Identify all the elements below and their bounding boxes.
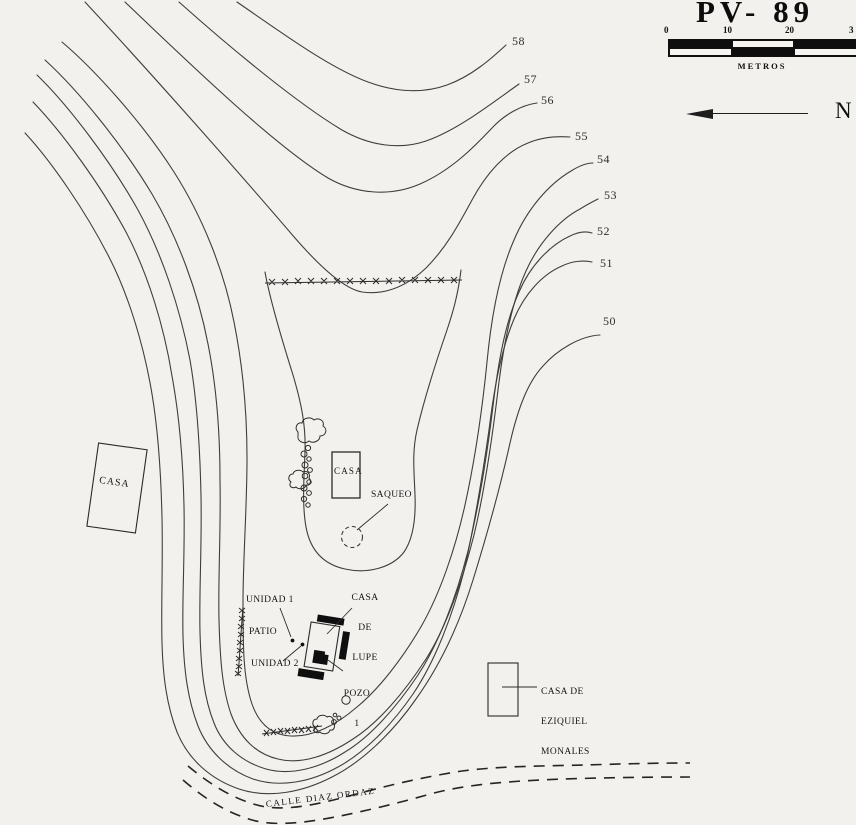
leader-unidad1 <box>279 607 292 638</box>
small-open-circle <box>341 695 351 705</box>
unidad1-point <box>290 638 295 643</box>
contour-label-53: 53 <box>604 188 617 202</box>
fence-ticks-south <box>263 724 319 737</box>
scale-tick-0: 0 <box>664 25 669 35</box>
leader-saqueo <box>356 503 389 531</box>
contour-label-57: 57 <box>524 72 537 86</box>
fence-line-west <box>237 606 244 677</box>
unidad1-label: UNIDAD 1 <box>246 595 294 605</box>
scale-unit-label: METROS <box>737 61 787 71</box>
leader-lupe <box>326 607 353 635</box>
bush-icon <box>288 469 311 490</box>
scale-tick-30: 3 <box>849 25 854 35</box>
fence-ticks-top <box>268 276 458 286</box>
contour-line-51 <box>32 101 593 784</box>
leader-lines <box>279 503 537 688</box>
contour-line-54 <box>61 41 594 737</box>
casa-eziquiel-label: CASA DE EZIQUIEL MONALES <box>541 668 590 778</box>
casa-eziquiel-structure <box>487 662 519 717</box>
casa-center-label: CASA <box>334 466 363 476</box>
leader-unidad2 <box>282 645 302 662</box>
north-arrow-line <box>692 113 808 114</box>
casa-lupe-label-line3: LUPE <box>352 652 378 663</box>
contour-label-55: 55 <box>575 129 588 143</box>
structures <box>86 442 519 717</box>
fence-line-south <box>261 725 323 735</box>
fences <box>234 276 463 737</box>
contour-label-51: 51 <box>600 256 613 270</box>
leader-pozo <box>327 659 344 672</box>
pozo-label: POZO 1 <box>338 670 376 750</box>
scale-segment <box>669 48 732 56</box>
wall-segment-bottom <box>297 668 325 681</box>
casa-lupe-label-line1: CASA <box>351 592 379 603</box>
contour-line-56 <box>124 1 538 193</box>
patio-label: PATIO <box>249 627 278 637</box>
casa-lupe-label-line2: DE <box>358 622 372 633</box>
unidad2-point <box>300 642 305 647</box>
contour-line-58 <box>236 1 507 92</box>
scale-bar-graphic <box>668 39 856 57</box>
casa-eziquiel-label-line1: CASA DE <box>541 686 584 697</box>
scale-segment <box>732 40 794 48</box>
contour-line-55 <box>84 1 571 294</box>
scale-tick-10: 10 <box>723 25 732 35</box>
pozo-label-line2: 1 <box>354 718 360 729</box>
saqueo-pit-circle <box>340 525 364 549</box>
scale-segment <box>732 48 794 56</box>
pozo-label-line1: POZO <box>343 688 371 699</box>
contour-line-50 <box>24 132 601 795</box>
north-arrow-head-icon <box>686 109 713 119</box>
contour-line-57 <box>178 1 520 147</box>
road-edge-upper <box>187 762 691 809</box>
contour-label-56: 56 <box>541 93 554 107</box>
road-edge-lower <box>182 776 691 825</box>
contour-line-53 <box>44 59 599 762</box>
contour-line-plateau <box>264 269 462 572</box>
bush-icon <box>312 714 335 735</box>
wall-segment-right <box>338 631 351 660</box>
north-label: N <box>835 98 852 123</box>
casa-lupe-label: CASA DE LUPE <box>345 574 385 684</box>
casa-eziquiel-label-line3: MONALES <box>541 746 590 757</box>
shrub-circle-chain <box>300 444 342 725</box>
casa-eziquiel-label-line2: EZIQUIEL <box>541 716 588 727</box>
contour-line-52 <box>36 74 593 773</box>
scale-segment <box>794 40 856 48</box>
contour-lines <box>24 1 601 795</box>
contour-label-58: 58 <box>512 34 525 48</box>
casa-left-structure <box>86 442 148 534</box>
scale-segment <box>669 40 732 48</box>
casa-center-structure <box>331 451 361 499</box>
vegetation <box>288 417 351 735</box>
contour-label-52: 52 <box>597 224 610 238</box>
fence-ticks-west <box>234 607 246 677</box>
pozo-excavation-square <box>312 649 329 666</box>
unidad2-label: UNIDAD 2 <box>251 659 299 669</box>
contour-label-54: 54 <box>597 152 610 166</box>
scale-segment <box>794 48 856 56</box>
map-title: PV- 89 <box>696 0 815 29</box>
road-calle <box>182 762 691 825</box>
contour-label-50: 50 <box>603 314 616 328</box>
saqueo-label: SAQUEO <box>371 490 412 500</box>
casa-lupe-structure <box>297 614 351 681</box>
bush-icon <box>295 417 327 444</box>
scale-tick-20: 20 <box>785 25 794 35</box>
